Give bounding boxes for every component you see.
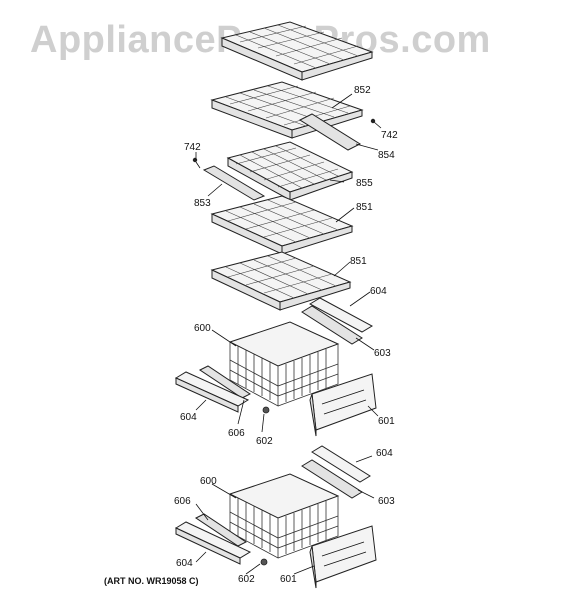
front-601-lower: [309, 525, 377, 589]
label-600-upper: 600: [194, 323, 211, 334]
shelf-851-upper: [210, 195, 354, 255]
label-851-upper: 851: [356, 202, 373, 213]
label-602-upper: 602: [256, 436, 273, 447]
rail-853: [202, 165, 266, 201]
panel-604-upper-left: [174, 371, 250, 413]
top-shelf: [220, 21, 374, 81]
label-604-lower-right: 604: [376, 448, 393, 459]
label-600-lower: 600: [200, 476, 217, 487]
label-601-lower: 601: [280, 574, 297, 585]
label-604-lower-left: 604: [176, 558, 193, 569]
shelf-855: [226, 141, 354, 201]
rail-604-upper-right: [308, 297, 374, 333]
label-851-lower: 851: [350, 256, 367, 267]
leader-lines: [195, 93, 379, 575]
label-606-upper: 606: [228, 428, 245, 439]
label-601-upper: 601: [378, 416, 395, 427]
shelf-851-lower: [210, 251, 352, 311]
label-852: 852: [354, 85, 371, 96]
front-601-upper: [309, 373, 377, 437]
label-854: 854: [378, 150, 395, 161]
rail-604-lower-right: [311, 445, 371, 483]
basket-600-lower: [228, 473, 340, 559]
art-number: (ART NO. WR19058 C): [104, 576, 199, 586]
basket-600-upper: [228, 321, 340, 407]
clip-602-lower: [260, 558, 268, 566]
label-853: 853: [194, 198, 211, 209]
clip-602-upper: [262, 406, 270, 414]
label-742-left: 742: [184, 142, 201, 153]
rail-603-upper: [301, 305, 363, 345]
label-603-lower: 603: [378, 496, 395, 507]
label-742-right: 742: [381, 130, 398, 141]
screw-742-right: [370, 118, 382, 129]
rail-854: [298, 113, 362, 151]
rail-606-upper: [199, 365, 251, 399]
label-602-lower: 602: [238, 574, 255, 585]
shelf-852: [210, 81, 364, 139]
panel-604-lower-left: [174, 521, 252, 565]
label-603-upper: 603: [374, 348, 391, 359]
label-855: 855: [356, 178, 373, 189]
rail-606-lower: [195, 513, 247, 547]
label-606-lower: 606: [174, 496, 191, 507]
label-604-upper-left: 604: [180, 412, 197, 423]
label-604-upper-right: 604: [370, 286, 387, 297]
